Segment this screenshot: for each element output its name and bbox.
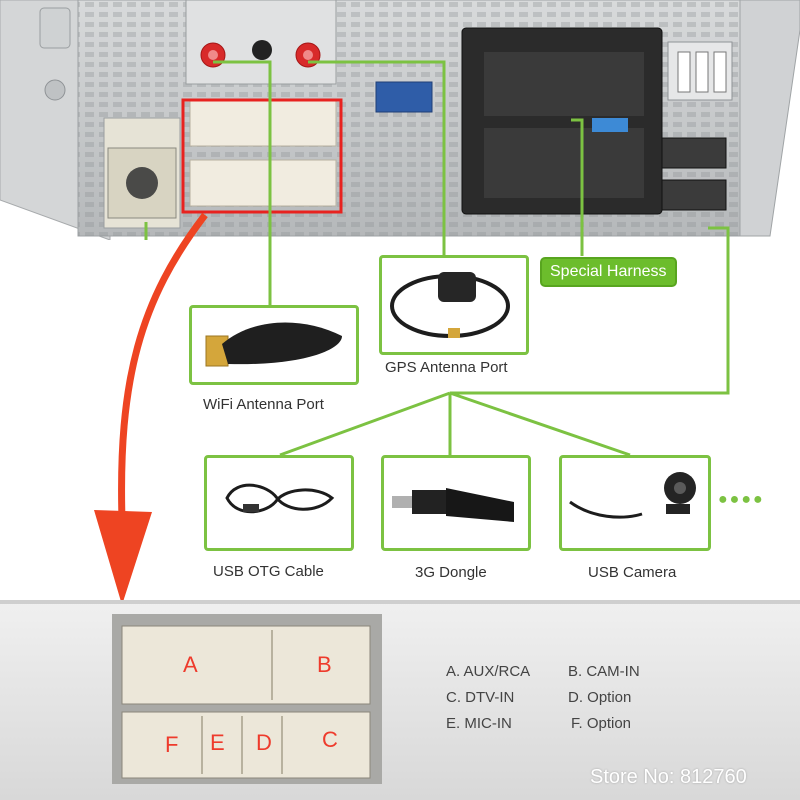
legend-a: A. AUX/RCA bbox=[446, 663, 531, 680]
legend-c: C. DTV-IN bbox=[446, 689, 515, 706]
panel-divider bbox=[0, 600, 800, 604]
camera-icon bbox=[569, 472, 696, 519]
usb-dongle-icon bbox=[392, 488, 514, 522]
connector-letter-c: C bbox=[322, 727, 338, 752]
more-devices-dots: ●●●● bbox=[718, 491, 765, 508]
legend-e: E. MIC-IN bbox=[446, 715, 512, 732]
usb-camera-label: USB Camera bbox=[588, 564, 677, 581]
gps-antenna-box bbox=[379, 255, 529, 355]
special-harness-badge: Special Harness bbox=[540, 257, 677, 287]
connector-letter-e: E bbox=[210, 730, 225, 755]
legend-f: F. Option bbox=[571, 715, 632, 732]
legend-b: B. CAM-IN bbox=[568, 663, 640, 680]
curved-arrow bbox=[94, 212, 208, 605]
wifi-antenna-icon bbox=[205, 322, 342, 367]
3g-dongle-box bbox=[381, 455, 531, 551]
connector-letter-d: D bbox=[256, 730, 272, 755]
usb-otg-label: USB OTG Cable bbox=[213, 563, 324, 580]
gps-antenna-icon bbox=[390, 272, 510, 338]
legend-d: D. Option bbox=[568, 689, 632, 706]
store-number-watermark: Store No: 812760 bbox=[590, 766, 747, 788]
head-unit-back-panel bbox=[0, 0, 800, 240]
gps-antenna-label: GPS Antenna Port bbox=[385, 359, 508, 376]
usb-otg-box bbox=[204, 455, 354, 551]
connector-letter-a: A bbox=[183, 652, 198, 677]
connector-photo bbox=[112, 614, 382, 784]
usb-camera-box bbox=[559, 455, 711, 551]
usb-cable-icon bbox=[225, 483, 335, 514]
connector-letter-f: F bbox=[165, 732, 179, 757]
leader-lines bbox=[144, 60, 730, 457]
wifi-antenna-box bbox=[189, 305, 359, 385]
wifi-antenna-label: WiFi Antenna Port bbox=[203, 396, 324, 413]
3g-dongle-label: 3G Dongle bbox=[415, 564, 487, 581]
connector-letter-b: B bbox=[317, 652, 332, 677]
